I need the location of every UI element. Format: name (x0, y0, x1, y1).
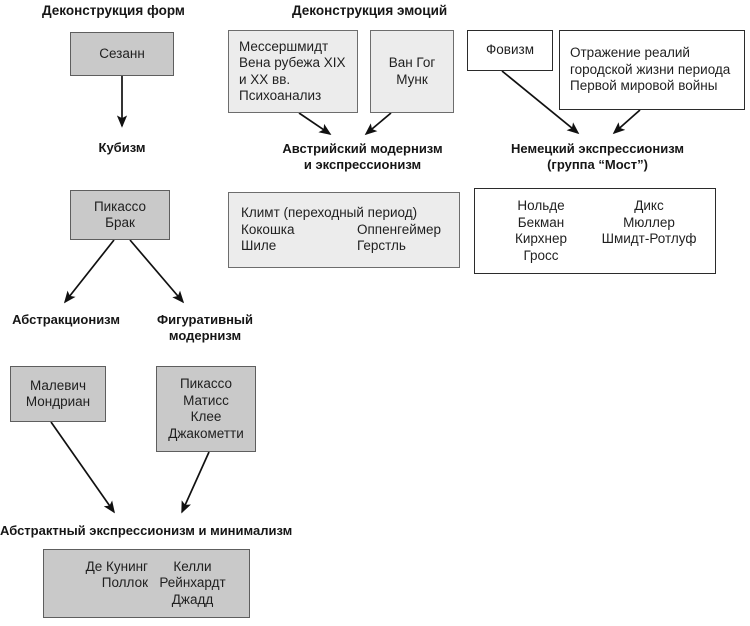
box-wwi-urban-reality[interactable]: Отражение реалий городской жизни периода… (559, 30, 745, 110)
stage-label-figurative-modernism: Фигуративный модернизм (140, 312, 270, 344)
stage-label-abex-line-1: Абстрактный экспрессионизм и минимализм (0, 523, 293, 538)
arrow-malevich-to-abex (50, 421, 115, 514)
stage-label-figurative-modernism-line-1: Фигуративный (156, 312, 254, 327)
box-picasso-matisse-klee[interactable]: Пикассо Матисс Клее Джакометти (156, 366, 256, 452)
arrow-wwi-to-german-expressionism (612, 109, 641, 135)
box-picasso-matisse-line-4: Джакометти (168, 425, 244, 441)
arrow-picasso-matisse-to-abex (181, 451, 210, 514)
box-abex-names-column-2: Келли Рейнхардт Джадд (148, 559, 237, 609)
box-abex-names-columns: Де Кунинг Поллок Келли Рейнхардт Джадд (56, 559, 237, 609)
box-cezanne-line-1: Сезанн (99, 45, 145, 61)
box-bruecke-names-c2-2: Мюллер (623, 214, 675, 230)
box-picasso-braque-line-2: Брак (105, 215, 135, 230)
box-malevich-mondrian[interactable]: Малевич Мондриан (10, 366, 106, 422)
box-bruecke-names-column-2: Дикс Мюллер Шмидт-Ротлуф (595, 198, 703, 264)
stage-label-austrian-modernism-line-2: и экспрессионизм (303, 157, 422, 172)
box-wwi-line-1: Отражение реалий (570, 45, 690, 61)
box-bruecke-names-column-1: Нольде Бекман Кирхнер Гросс (487, 198, 595, 264)
box-bruecke-names-c1-3: Кирхнер (515, 231, 567, 246)
arrow-picasso-braque-to-figurative-modernism (129, 239, 185, 304)
box-messerschmidt-line-4: Психоанализ (239, 88, 322, 103)
box-picasso-braque-line-1: Пикассо (93, 198, 147, 214)
box-fauvism[interactable]: Фовизм (467, 30, 553, 71)
box-abex-names-c2-3: Джадд (171, 591, 214, 607)
arrow-picasso-braque-to-abstractionism (63, 239, 115, 304)
box-messerschmidt-line-3: и XX вв. (239, 71, 291, 87)
box-bruecke-names-columns: Нольде Бекман Кирхнер Гросс Дикс Мюллер … (487, 198, 703, 264)
box-vienna-names[interactable]: Климт (переходный период) Кокошка Шиле О… (228, 192, 460, 268)
heading-deconstruction-of-emotions: Деконструкция эмоций (292, 3, 448, 18)
box-vienna-names-c2-2: Герстль (357, 238, 406, 254)
box-vienna-names-c2-1: Оппенгеймер (357, 221, 442, 237)
box-picasso-matisse-line-3: Клее (190, 409, 222, 424)
box-van-gogh-munch-line-2: Мунк (396, 71, 428, 87)
stage-label-abstractionism: Абстракционизм (4, 312, 128, 328)
box-vienna-names-c1-2: Шиле (241, 238, 277, 254)
box-vienna-names-column-2: Оппенгеймер Герстль (357, 222, 447, 255)
stage-label-figurative-modernism-line-2: модернизм (168, 328, 242, 343)
box-bruecke-names[interactable]: Нольде Бекман Кирхнер Гросс Дикс Мюллер … (474, 188, 716, 274)
box-picasso-matisse-line-2: Матисс (183, 392, 229, 408)
stage-label-cubism: Кубизм (62, 140, 182, 156)
stage-label-austrian-modernism: Австрийский модернизм и экспрессионизм (250, 141, 475, 173)
stage-label-german-expressionism: Немецкий экспрессионизм (группа “Мост”) (475, 141, 720, 173)
arrow-messerschmidt-to-austrian-modernism (298, 112, 332, 135)
box-malevich-mondrian-line-1: Малевич (29, 377, 87, 393)
box-abex-names-c2-2: Рейнхардт (159, 575, 226, 591)
stage-label-abstract-expressionism-minimalism: Абстрактный экспрессионизм и минимализм (0, 523, 330, 539)
stage-label-german-expressionism-line-1: Немецкий экспрессионизм (511, 141, 684, 156)
box-vienna-names-columns: Кокошка Шиле Оппенгеймер Герстль (241, 222, 447, 255)
stage-label-austrian-modernism-line-1: Австрийский модернизм (282, 141, 443, 156)
heading-deconstruction-of-forms: Деконструкция форм (42, 3, 185, 18)
box-abex-names-column-1: Де Кунинг Поллок (56, 559, 148, 609)
box-fauvism-line-1: Фовизм (486, 42, 534, 58)
box-messerschmidt-line-1: Мессершмидт (239, 38, 329, 54)
box-messerschmidt-line-2: Вена рубежа XIX (239, 55, 346, 70)
box-vienna-names-c1-1: Кокошка (241, 221, 295, 237)
box-abex-names-c1-2: Поллок (101, 575, 148, 591)
box-wwi-line-3: Первой мировой войны (570, 78, 718, 94)
box-bruecke-names-c2-1: Дикс (634, 198, 664, 213)
stage-label-german-expressionism-line-2: (группа “Мост”) (547, 157, 648, 172)
box-malevich-mondrian-line-2: Мондриан (25, 394, 91, 409)
box-bruecke-names-c1-2: Бекман (517, 214, 565, 230)
box-abex-names[interactable]: Де Кунинг Поллок Келли Рейнхардт Джадд (43, 549, 250, 618)
box-van-gogh-munch[interactable]: Ван Гог Мунк (370, 30, 454, 113)
box-vienna-names-column-1: Кокошка Шиле (241, 222, 357, 255)
box-bruecke-names-c2-3: Шмидт-Ротлуф (601, 231, 697, 246)
box-cezanne[interactable]: Сезанн (70, 32, 174, 76)
box-wwi-line-2: городской жизни периода (570, 61, 731, 77)
box-picasso-matisse-line-1: Пикассо (179, 376, 233, 391)
box-abex-names-c2-1: Келли (173, 558, 212, 574)
stage-label-abstractionism-line-1: Абстракционизм (12, 312, 120, 327)
box-messerschmidt[interactable]: Мессершмидт Вена рубежа XIX и XX вв. Пси… (228, 30, 358, 113)
stage-label-cubism-line-1: Кубизм (98, 140, 146, 155)
box-picasso-braque[interactable]: Пикассо Брак (70, 190, 170, 240)
box-van-gogh-munch-line-1: Ван Гог (388, 55, 436, 70)
box-bruecke-names-c1-1: Нольде (517, 198, 565, 213)
arrow-vangogh-to-austrian-modernism (364, 112, 392, 136)
box-bruecke-names-c1-4: Гросс (523, 247, 559, 263)
box-abex-names-c1-1: Де Кунинг (85, 558, 148, 574)
box-vienna-names-first-line: Климт (переходный период) (241, 205, 418, 221)
